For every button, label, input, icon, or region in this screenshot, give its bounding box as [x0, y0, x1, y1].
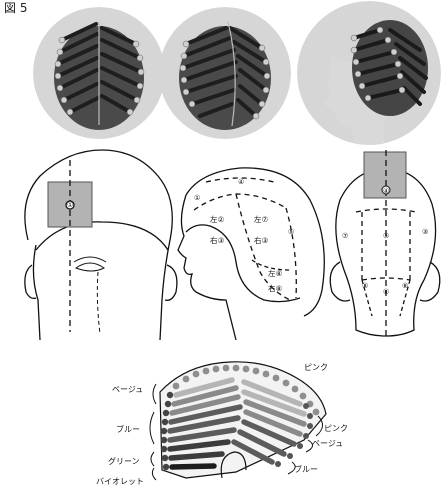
side-section-5: ⑤ [288, 228, 294, 236]
side-left-8: 左⑧ [268, 268, 282, 278]
label-blue-left: ブルー [116, 424, 140, 434]
label-beige-left: ベージュ [112, 385, 143, 394]
photo-side-view [297, 1, 441, 145]
front-ear [165, 265, 177, 300]
label-green: グリーン [108, 456, 140, 466]
side-section-1: ① [194, 194, 200, 202]
front-head-outline [25, 150, 172, 340]
back-ear-left [330, 262, 350, 301]
back-section-8a: ⑧ [362, 282, 368, 290]
back-section-7: ⑦ [342, 232, 348, 240]
photo-back-view-2 [159, 7, 291, 139]
side-left-2: 左② [210, 214, 224, 224]
back-section-6: ⑥ [383, 288, 389, 296]
label-pink-right: ピンク [324, 424, 348, 433]
back-section-3: ③ [422, 228, 428, 236]
side-hairline [186, 225, 300, 302]
label-violet: バイオレット [96, 477, 144, 486]
label-blue-right: ブルー [294, 464, 318, 474]
side-right-8: 右⑧ [268, 283, 282, 293]
side-face-outline [178, 195, 236, 340]
side-right-3b: 右③ [254, 235, 268, 245]
label-beige-right: ベージュ [312, 439, 343, 448]
rod-color-chart: ピンク ベージュ ピンク ベージュ ブルー ブルー グリーン バイオレット [96, 362, 348, 486]
front-section-1-label: ① [67, 201, 73, 209]
figure-mark: 図 5 [4, 1, 27, 15]
side-section-4: ④ [238, 178, 244, 186]
side-left-7: 左⑦ [254, 214, 268, 224]
back-section-4: ④ [383, 187, 389, 195]
side-right-3: 右③ [210, 235, 224, 245]
back-section-5: ⑤ [383, 232, 389, 240]
back-head-diagram [330, 150, 440, 336]
front-eye [76, 263, 104, 271]
front-head-diagram [25, 150, 177, 340]
back-nape [344, 270, 424, 336]
back-section-8b: ⑧ [402, 282, 408, 290]
photo-back-view [33, 7, 165, 139]
label-pink-top: ピンク [304, 363, 328, 372]
